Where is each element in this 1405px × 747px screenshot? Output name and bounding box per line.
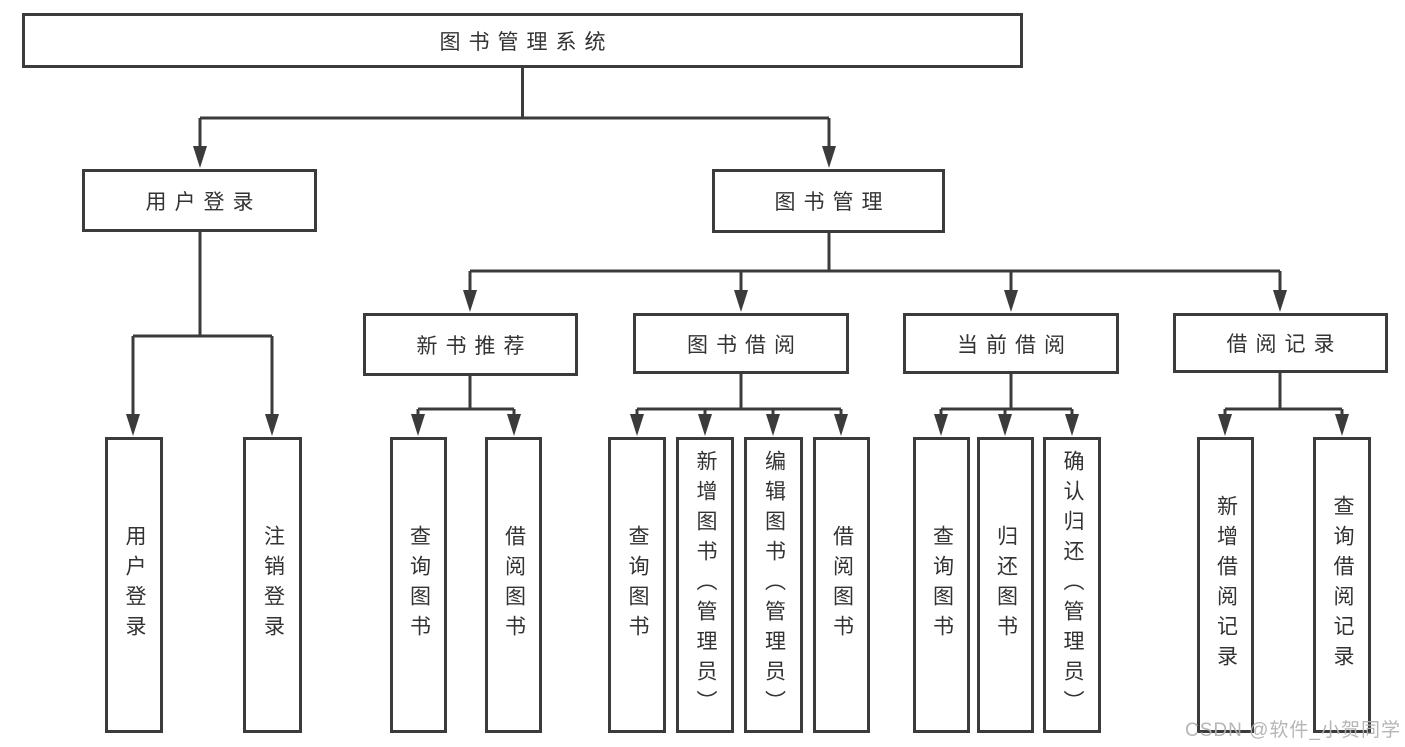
arrowhead (766, 414, 780, 436)
node-book-borrow: 图书借阅 (633, 313, 849, 374)
watermark: CSDN @软件_小贺同学 (1185, 720, 1401, 741)
leaf-borrow-borrow-book-label: 借阅图书 (830, 525, 854, 645)
leaf-borrow-add-book-admin: 新增图书（管理员） (676, 437, 734, 733)
node-user-login-group-label: 用户登录 (145, 190, 262, 214)
leaf-current-confirm-return-admin: 确认归还（管理员） (1043, 437, 1101, 733)
arrowhead (1004, 290, 1018, 312)
arrowhead (463, 290, 477, 312)
node-new-book-recommend-label: 新书推荐 (416, 334, 533, 358)
leaf-borrow-edit-book-admin: 编辑图书（管理员） (744, 437, 803, 733)
leaf-current-query-book: 查询图书 (913, 437, 970, 733)
arrowhead (1218, 414, 1232, 436)
arrowhead (630, 414, 644, 436)
node-book-borrow-label: 图书借阅 (687, 333, 803, 357)
leaf-logout-label: 注销登录 (261, 525, 285, 645)
leaf-records-query-record: 查询借阅记录 (1313, 437, 1371, 733)
leaf-current-confirm-return-admin-label: 确认归还（管理员） (1061, 450, 1084, 720)
arrowhead (507, 414, 521, 436)
leaf-borrow-borrow-book: 借阅图书 (813, 437, 870, 733)
arrowhead (822, 146, 836, 168)
node-library-system: 图书管理系统 (22, 13, 1023, 68)
leaf-current-return-book: 归还图书 (977, 437, 1034, 733)
leaf-borrow-query-book: 查询图书 (608, 437, 666, 733)
leaf-logout: 注销登录 (243, 437, 302, 733)
leaf-recommend-borrow-book: 借阅图书 (485, 437, 542, 733)
arrowhead (998, 414, 1012, 436)
arrowhead (126, 414, 140, 436)
node-borrow-records-label: 借阅记录 (1226, 333, 1343, 356)
node-library-system-label: 图书管理系统 (439, 30, 614, 54)
arrowhead (734, 290, 748, 312)
arrowhead (934, 414, 948, 436)
node-user-login-group: 用户登录 (82, 169, 317, 232)
leaf-records-add-record: 新增借阅记录 (1197, 437, 1254, 733)
leaf-current-query-book-label: 查询图书 (930, 525, 954, 645)
leaf-recommend-borrow-book-label: 借阅图书 (502, 525, 526, 645)
leaf-user-login-label: 用户登录 (123, 525, 146, 645)
leaf-recommend-query-book-label: 查询图书 (407, 525, 431, 645)
leaf-records-add-record-label: 新增借阅记录 (1214, 495, 1238, 675)
node-current-borrow-label: 当前借阅 (957, 333, 1073, 357)
node-current-borrow: 当前借阅 (903, 313, 1119, 374)
arrowhead (698, 414, 712, 436)
leaf-user-login: 用户登录 (105, 437, 163, 733)
node-new-book-recommend: 新书推荐 (363, 313, 578, 376)
arrowhead (265, 414, 279, 436)
leaf-records-query-record-label: 查询借阅记录 (1331, 495, 1354, 675)
node-book-management-label: 图书管理 (774, 191, 891, 214)
leaf-borrow-add-book-admin-label: 新增图书（管理员） (694, 450, 717, 720)
leaf-recommend-query-book: 查询图书 (390, 437, 447, 733)
arrowhead (411, 414, 425, 436)
arrowhead (1273, 290, 1287, 312)
leaf-current-return-book-label: 归还图书 (994, 525, 1018, 645)
leaf-borrow-query-book-label: 查询图书 (626, 525, 649, 645)
arrowhead (1335, 414, 1349, 436)
arrowhead (1065, 414, 1079, 436)
leaf-borrow-edit-book-admin-label: 编辑图书（管理员） (762, 450, 786, 720)
node-borrow-records: 借阅记录 (1173, 313, 1388, 373)
node-book-management: 图书管理 (712, 169, 945, 233)
arrowhead (834, 414, 848, 436)
arrowhead (193, 146, 207, 168)
